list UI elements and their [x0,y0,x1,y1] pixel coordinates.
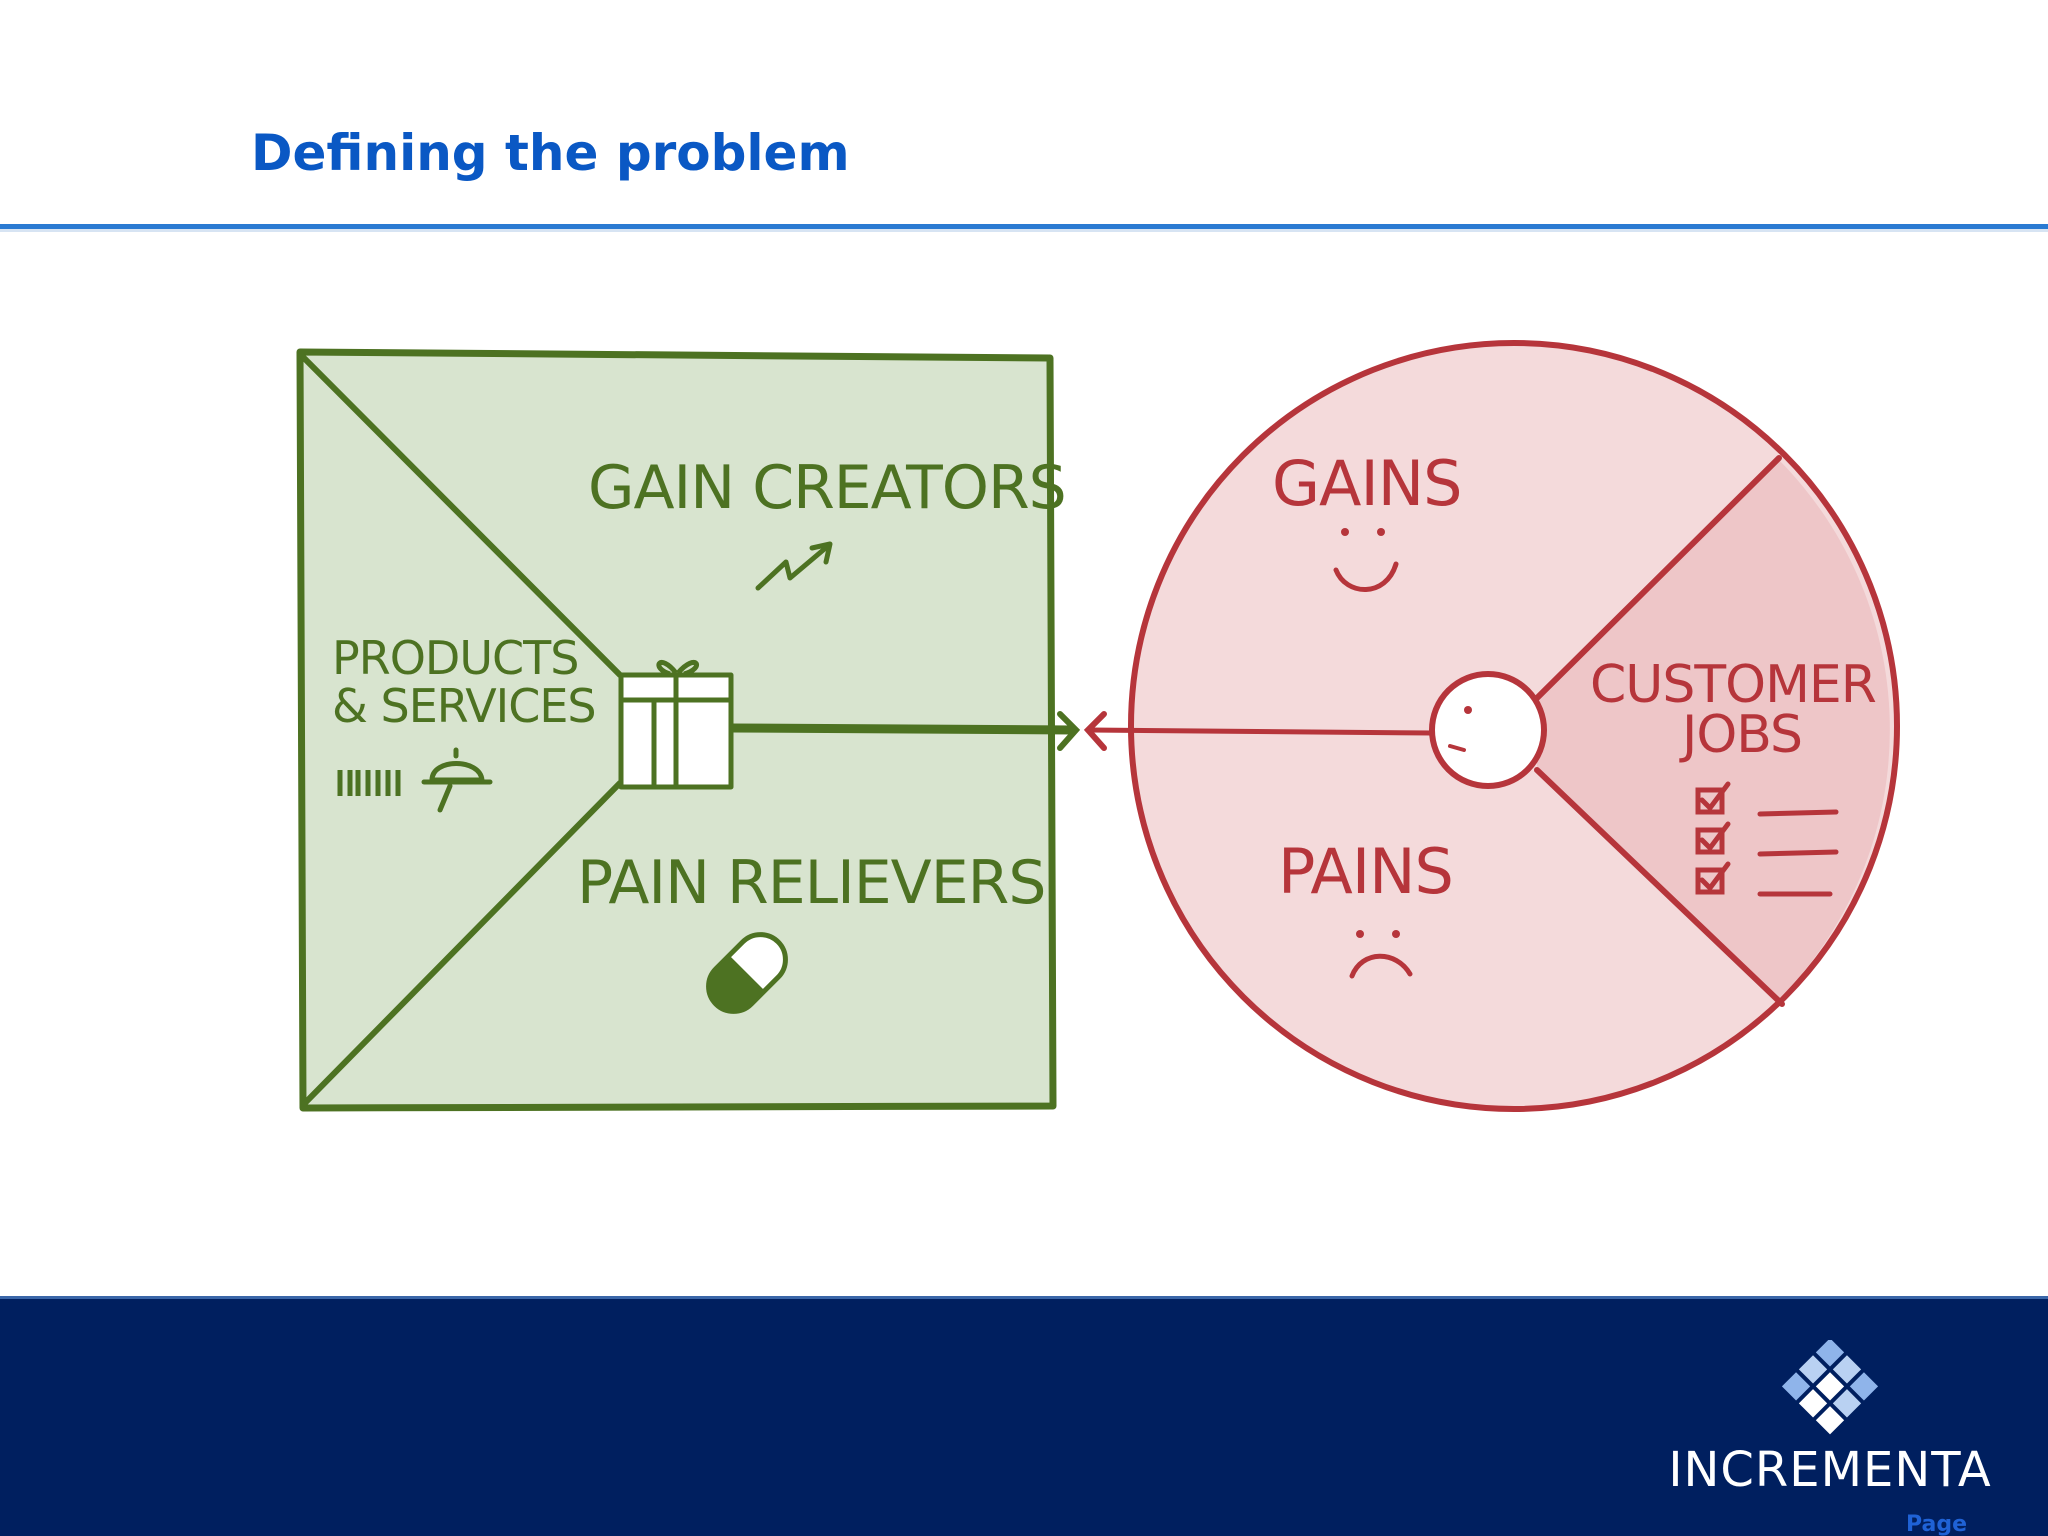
barcode-icon [337,770,401,796]
profile-divider-lower [1534,767,1785,1007]
value-map-diagonal-top [299,353,623,678]
value-map: GAIN CREATORS PRODUCTS & SERVICES [296,348,1067,1112]
slide-title: Defining the problem [251,124,850,182]
gains-label: GAINS [1272,447,1461,520]
gain-creators-arrow-icon [755,541,833,591]
connector-arrowhead-red [1083,711,1107,751]
customer-jobs-label-line2: JOBS [1679,705,1802,765]
incrementa-logo: INCREMENTA [1660,1340,2000,1510]
gain-creators-label: GAIN CREATORS [588,453,1066,523]
checklist-icon [1695,781,1839,897]
brand-wordmark: INCREMENTA [1668,1442,1992,1498]
title-divider [0,224,2048,229]
customer-jobs-segment [1537,459,1890,1000]
pains-label: PAINS [1278,835,1453,908]
customer-profile: GAINS PAINS CUSTOMER JOBS [1083,340,1900,1112]
smiley-icon [1333,528,1399,592]
connector-line-red [1089,727,1433,736]
connector [730,711,1081,751]
title-divider-shadow [0,229,2048,232]
gift-icon [618,660,734,790]
customer-jobs-label-line1: CUSTOMER [1590,655,1876,715]
connector-line-green [730,723,1075,735]
page-number-label: Page [1906,1512,1968,1536]
customer-head-icon [1429,671,1547,789]
sad-face-icon [1349,930,1413,979]
connector-arrowhead-green [1057,711,1081,751]
products-services-label-line2: & SERVICES [332,679,596,733]
pain-relievers-label: PAIN RELIEVERS [577,848,1045,918]
diamond-grid-icon [1781,1340,1879,1435]
value-map-diagonal-bottom [301,780,623,1107]
products-services-label-line1: PRODUCTS [332,631,578,685]
profile-divider-upper [1534,455,1782,701]
pill-icon [706,932,788,1014]
footer-band [0,1296,2048,1536]
service-bell-icon [421,747,493,813]
